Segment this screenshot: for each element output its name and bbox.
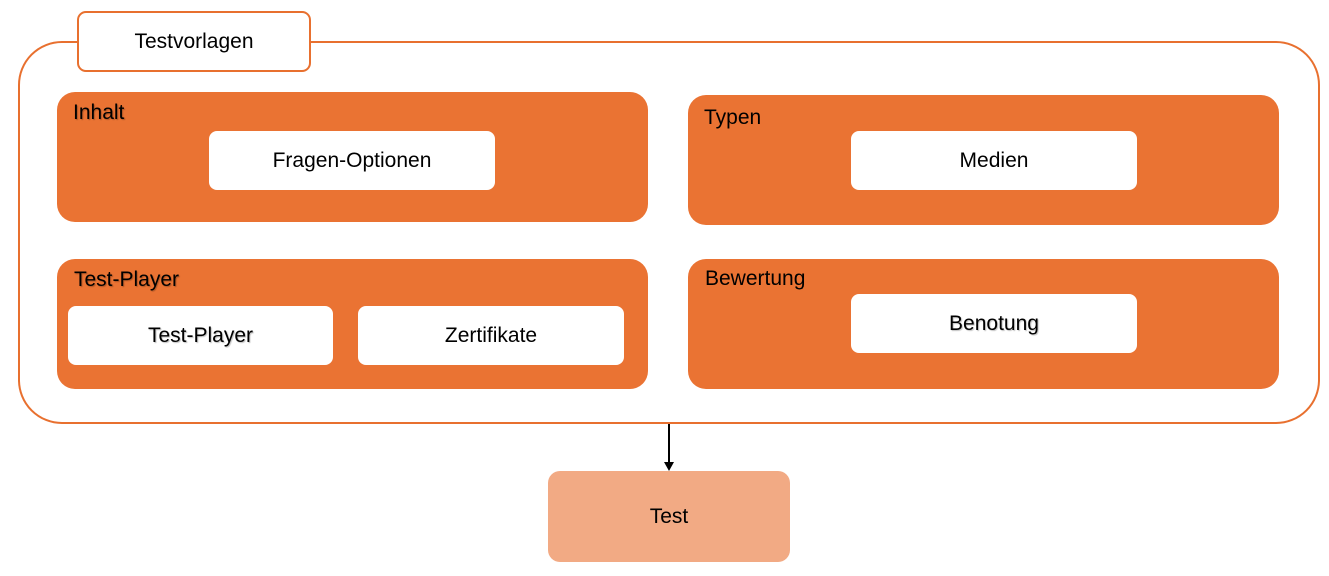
group-typen-title: Typen bbox=[704, 106, 762, 129]
box-benotung: Benotung bbox=[851, 294, 1137, 353]
box-test-player-label: Test-Player bbox=[147, 323, 254, 347]
group-inhalt-title: Inhalt bbox=[73, 101, 125, 124]
box-fragen-optionen: Fragen-Optionen bbox=[209, 131, 495, 190]
testvorlagen-title: Testvorlagen bbox=[77, 11, 311, 72]
test-result-box: Test bbox=[548, 471, 790, 562]
group-inhalt: Inhalt Fragen-Optionen bbox=[57, 92, 648, 222]
box-zertifikate-label: Zertifikate bbox=[444, 323, 538, 347]
box-test-player: Test-Player bbox=[68, 306, 333, 365]
box-benotung-label: Benotung bbox=[949, 311, 1039, 335]
group-bewertung-title: Bewertung bbox=[705, 267, 806, 290]
group-test-player: Test-Player Test-Player Zertifikate bbox=[57, 259, 648, 389]
testvorlagen-title-text: Testvorlagen bbox=[134, 29, 254, 53]
connector-line bbox=[668, 424, 670, 464]
box-fragen-optionen-label: Fragen-Optionen bbox=[272, 148, 432, 172]
box-medien-label: Medien bbox=[959, 148, 1029, 172]
group-bewertung: Bewertung Benotung bbox=[688, 259, 1279, 389]
box-zertifikate: Zertifikate bbox=[358, 306, 624, 365]
test-result-label: Test bbox=[649, 504, 689, 528]
group-typen: Typen Medien bbox=[688, 95, 1279, 225]
box-medien: Medien bbox=[851, 131, 1137, 190]
arrow-down-icon bbox=[664, 462, 674, 471]
group-test-player-title: Test-Player bbox=[74, 268, 180, 291]
